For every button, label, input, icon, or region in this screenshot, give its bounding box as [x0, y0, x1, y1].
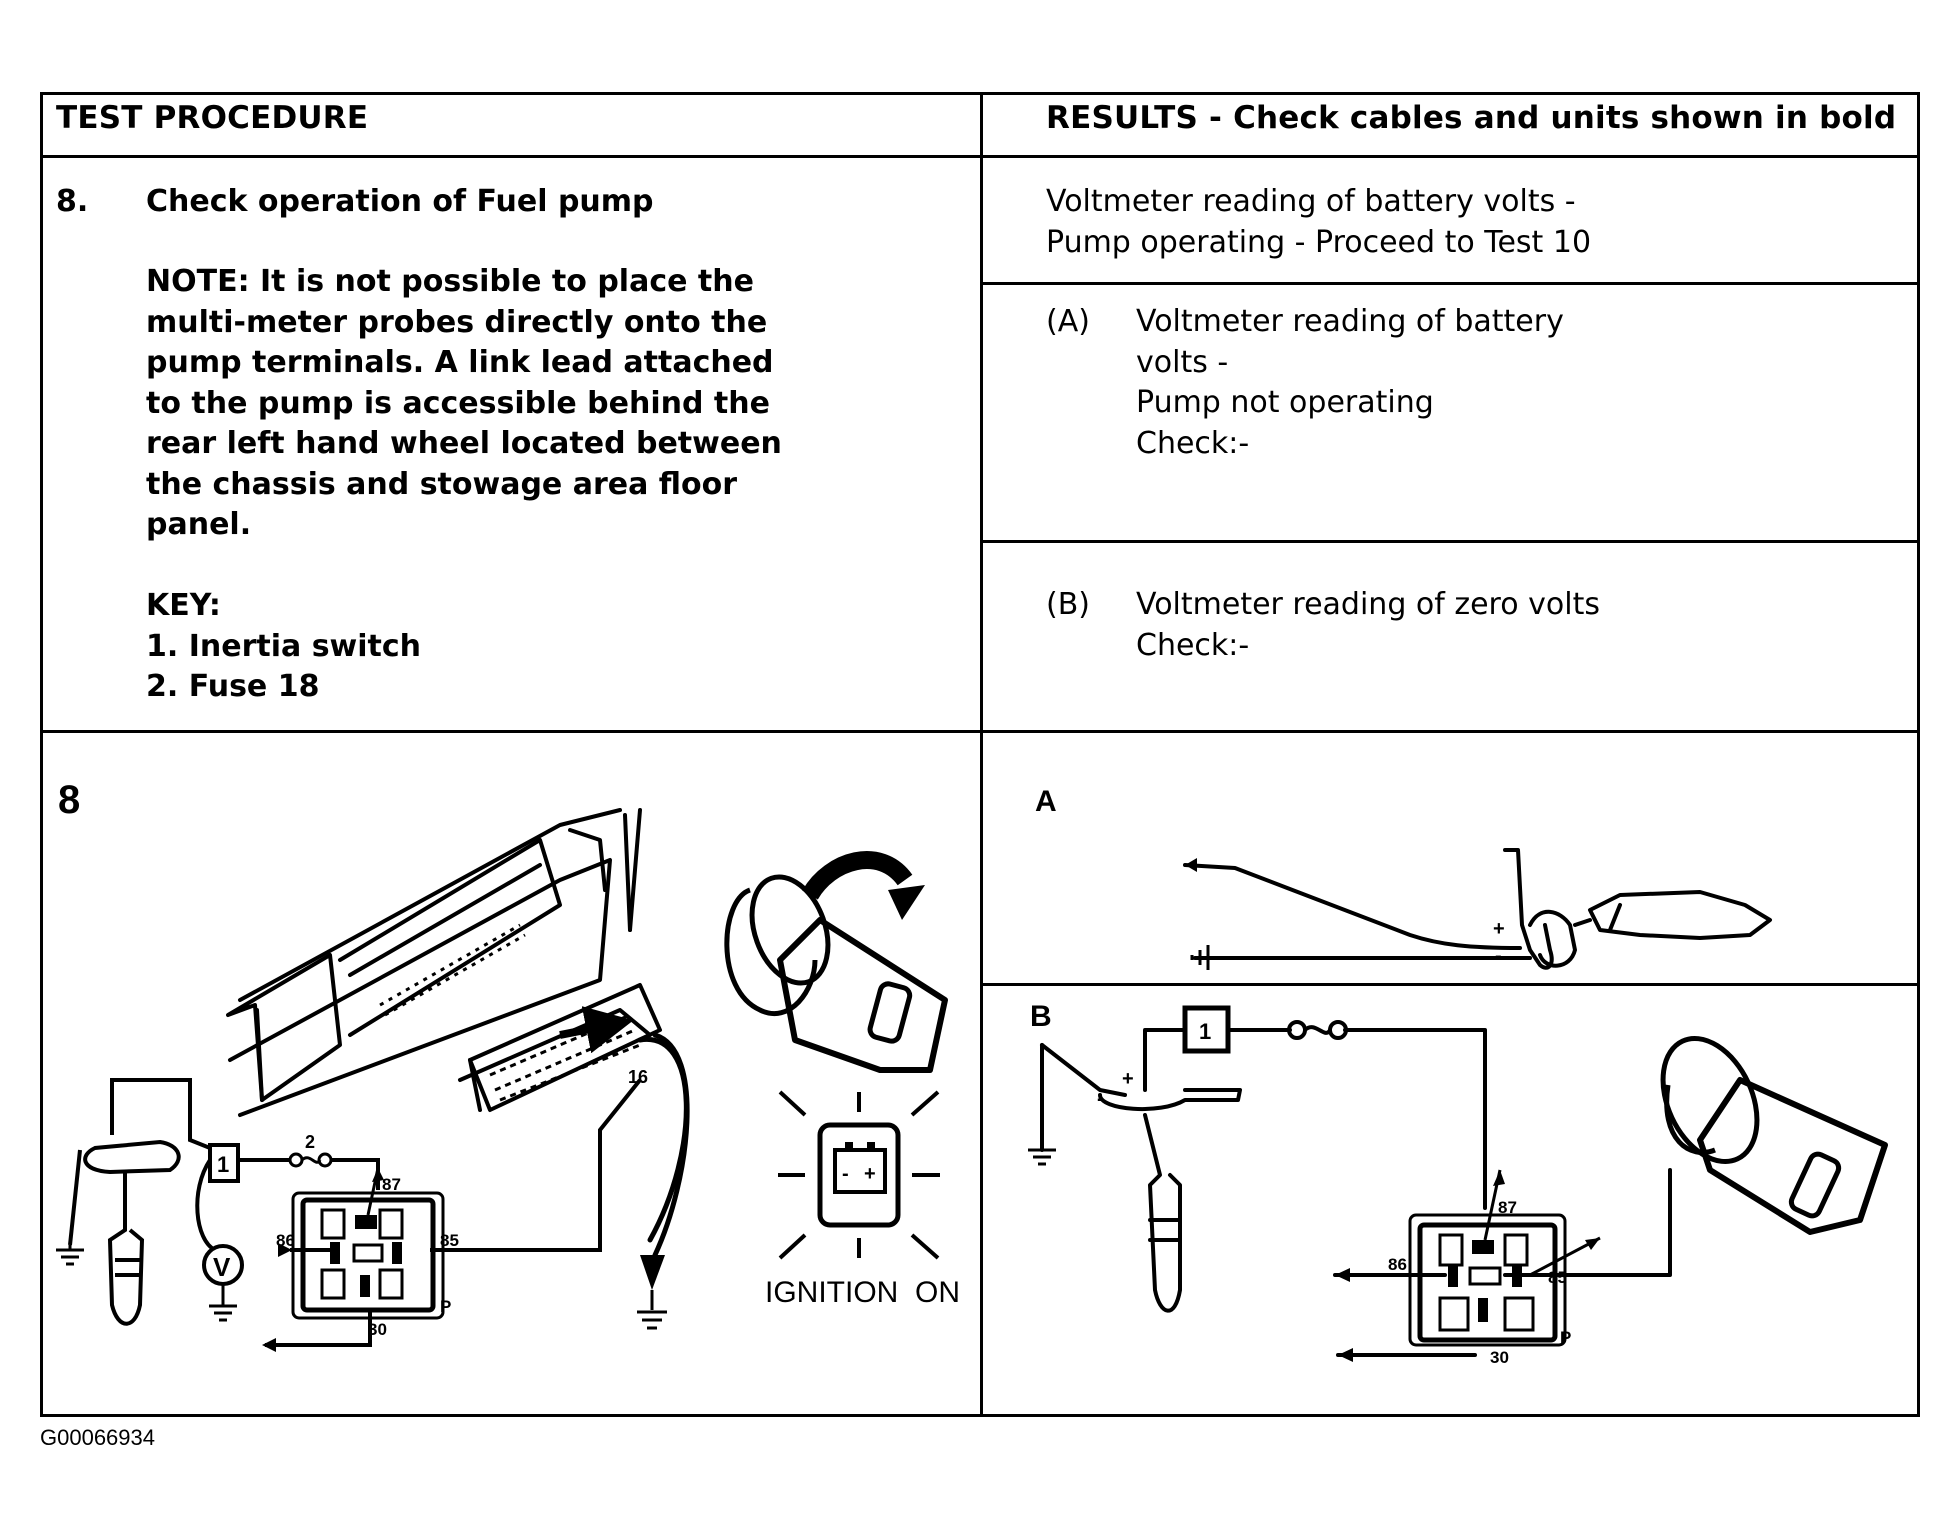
fig-a-plus: + — [1493, 918, 1505, 940]
ground-symbol-b — [1028, 1148, 1056, 1166]
ground-symbol-a — [1190, 945, 1210, 970]
fuel-pump — [83, 1139, 181, 1326]
voltmeter: V — [202, 1244, 244, 1322]
result-a-text: Voltmeter reading of battery volts - Pum… — [1136, 304, 1564, 461]
procedure-title: Check operation of Fuel pump — [146, 184, 654, 219]
figure-a-divider — [980, 983, 1920, 986]
ecu-module — [226, 808, 642, 1117]
rotate-arrow — [802, 851, 913, 900]
fig-b-pin-85: 85 — [1548, 1268, 1567, 1287]
fig-b-pin-p: P — [1560, 1328, 1571, 1347]
ignition-key-b — [1660, 1035, 1888, 1235]
svg-text:1: 1 — [217, 1152, 229, 1177]
result-divider-1 — [980, 282, 1920, 285]
figure-caption: G00066934 — [40, 1425, 155, 1450]
result-pump-operating: Voltmeter reading of battery volts - Pum… — [1046, 184, 1592, 260]
procedure-number: 8. — [56, 184, 89, 219]
fig-a-minus: - — [1495, 945, 1502, 967]
fig-b-plus: + — [1122, 1068, 1134, 1090]
ground-lead — [637, 1032, 690, 1258]
svg-text:V: V — [213, 1252, 231, 1282]
circuit-wires — [68, 1078, 642, 1347]
header-test-procedure: TEST PROCEDURE — [56, 100, 369, 136]
ignition-key — [724, 874, 948, 1073]
fuel-pump-relay — [291, 1191, 445, 1320]
column-divider — [980, 92, 983, 1417]
relay-pin-30: 30 — [368, 1320, 387, 1339]
figure-a-label: A — [1035, 785, 1057, 818]
relay-pin-87: 87 — [382, 1175, 401, 1194]
inertia-switch: 1 — [208, 1143, 240, 1183]
fig-b-pin-30: 30 — [1490, 1348, 1509, 1367]
header-results: RESULTS - Check cables and units shown i… — [1046, 100, 1897, 136]
result-a-label: (A) — [1046, 304, 1090, 339]
fuse-label: 2 — [305, 1132, 315, 1152]
ground-symbol-pump — [56, 1245, 84, 1266]
relay-pin-85: 85 — [440, 1231, 459, 1250]
fig-b-pin-86: 86 — [1388, 1255, 1407, 1274]
battery-plus: + — [864, 1163, 876, 1185]
light-rays — [778, 1090, 940, 1260]
result-b-label: (B) — [1046, 587, 1090, 622]
fuse-b — [1287, 1020, 1348, 1040]
battery-minus: - — [842, 1163, 849, 1185]
fuse-18 — [288, 1152, 333, 1168]
figures-divider — [40, 730, 1920, 733]
result-b-text: Voltmeter reading of zero volts Check:- — [1136, 587, 1600, 663]
inertia-switch-b: 1 — [1182, 1005, 1231, 1054]
relay-pin-p: P — [440, 1297, 451, 1316]
key-list: KEY: 1. Inertia switch 2. Fuse 18 — [146, 588, 422, 704]
fig-b-pin-87: 87 — [1498, 1198, 1517, 1217]
figure-b-label: B — [1030, 1000, 1052, 1033]
connector-pin-label: 16 — [628, 1067, 648, 1087]
svg-text:1: 1 — [1199, 1019, 1211, 1044]
ground-symbol-connector — [637, 1290, 667, 1330]
fig-b-minus: - — [1097, 1088, 1104, 1110]
figure-8-label: 8 — [58, 778, 81, 822]
procedure-note: NOTE: It is not possible to place the mu… — [146, 264, 782, 542]
ignition-on-label: IGNITION ON — [765, 1276, 960, 1309]
relay-pin-86: 86 — [276, 1231, 295, 1250]
ignition-warning-light: - + — [817, 1122, 901, 1228]
result-divider-2 — [980, 540, 1920, 543]
